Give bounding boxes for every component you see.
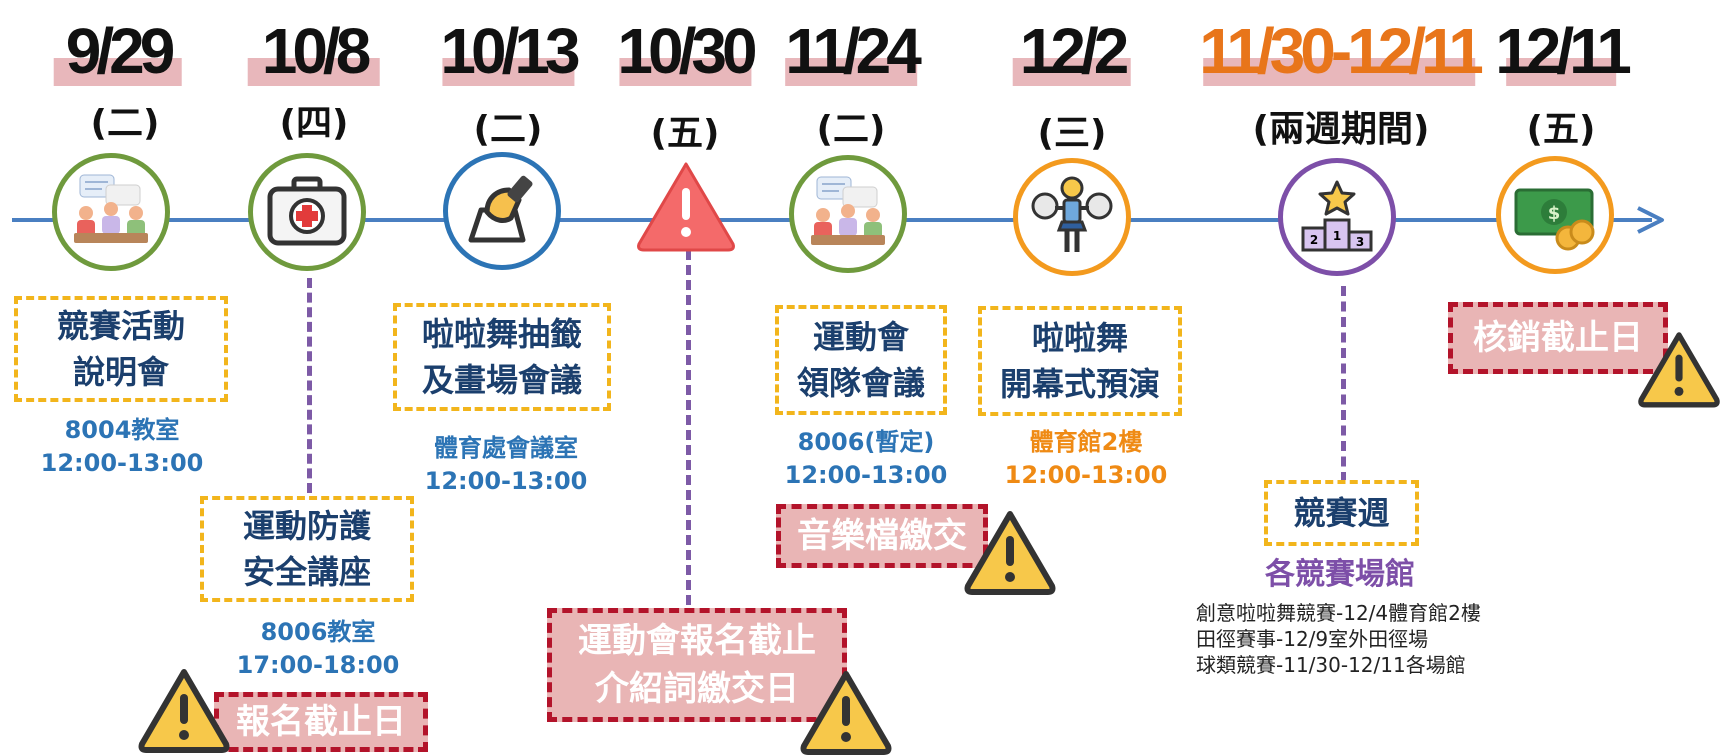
- alert-reimbursement-deadline: 核銷截止日: [1448, 302, 1668, 374]
- warning-icon: [138, 669, 230, 753]
- connector-10-30: [686, 250, 691, 605]
- svg-text:3: 3: [1356, 235, 1364, 249]
- venue-subtitle: 各競賽場館: [1265, 557, 1415, 592]
- warning-icon: [637, 162, 735, 252]
- weekday-label: (五): [1526, 109, 1596, 150]
- warning-icon: [964, 511, 1056, 595]
- event-box-rehearsal: 啦啦舞開幕式預演: [978, 306, 1182, 416]
- weekday-label: (二): [473, 109, 543, 150]
- alert-sports-registration: 運動會報名截止介紹詞繳交日: [547, 608, 847, 722]
- weekday-label: (二): [90, 103, 160, 144]
- date-label-highlight: 11/30-12/11: [1199, 15, 1484, 87]
- weekday-label: (三): [1037, 113, 1107, 154]
- event-box-leaders-meeting: 運動會領隊會議: [775, 305, 947, 415]
- meeting-icon: [52, 153, 170, 271]
- svg-text:$: $: [1548, 203, 1561, 224]
- date-label: 10/8: [248, 8, 380, 94]
- date-label: 12/2: [1013, 8, 1131, 94]
- warning-icon: [1638, 332, 1720, 408]
- alert-registration-deadline: 報名截止日: [214, 692, 428, 752]
- svg-text:1: 1: [1333, 229, 1341, 243]
- date-label: 10/13: [440, 15, 580, 87]
- date-label: 11/24: [785, 15, 922, 87]
- date-label: 12/11: [1495, 15, 1632, 87]
- first-aid-kit-icon: [248, 153, 366, 271]
- cheerleader-icon: [1013, 158, 1131, 276]
- warning-icon: [800, 671, 892, 755]
- podium-icon: 1 2 3: [1278, 158, 1396, 276]
- svg-text:2: 2: [1310, 233, 1318, 247]
- meeting-icon: [789, 155, 907, 273]
- ballot-box-icon: [443, 152, 561, 270]
- event-box-competition-week: 競賽週: [1264, 480, 1419, 546]
- connector-competition-week: [1341, 286, 1346, 482]
- event-box-cheer-draw: 啦啦舞抽籤及畫場會議: [393, 303, 611, 411]
- competition-details: 創意啦啦舞競賽-12/4體育館2樓 田徑賽事-12/9室外田徑場 球類競賽-11…: [1196, 601, 1481, 677]
- event-info: 8006(暫定)12:00-13:00: [784, 428, 948, 489]
- weekday-label: (兩週期間): [1252, 109, 1430, 150]
- date-label: 10/30: [617, 15, 757, 87]
- date-label: 9/29: [54, 8, 182, 94]
- weekday-label: (五): [650, 113, 720, 154]
- money-icon: $: [1496, 156, 1614, 274]
- event-box-briefing: 競賽活動說明會: [14, 296, 228, 402]
- alert-music-file: 音樂檔繳交: [776, 504, 988, 568]
- connector-10-8: [307, 278, 312, 493]
- weekday-label: (四): [279, 103, 349, 144]
- event-box-safety-lecture: 運動防護安全講座: [200, 496, 414, 602]
- weekday-label: (二): [816, 109, 886, 150]
